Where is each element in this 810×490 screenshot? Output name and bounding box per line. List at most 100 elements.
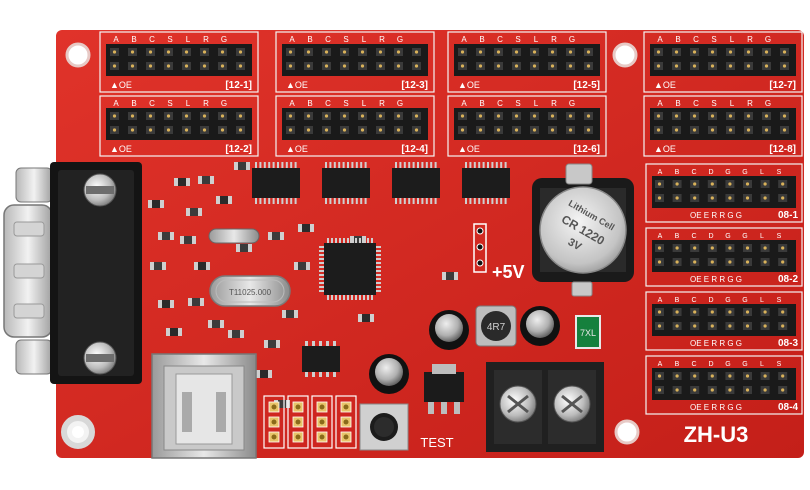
pin-letter: C — [691, 361, 696, 368]
pin-letter: G — [569, 35, 575, 44]
smd-part — [188, 298, 204, 306]
pin-letter: L — [730, 99, 735, 108]
smd-part — [442, 272, 458, 280]
pin-letter: S — [777, 297, 782, 304]
pin-letter: C — [149, 35, 155, 44]
hub12-port-label: [12-8] — [769, 144, 796, 155]
voltage-regulator — [424, 364, 464, 414]
pin-letter: B — [307, 35, 312, 44]
usb-controller-ic — [302, 341, 340, 377]
smd-part — [158, 300, 174, 308]
pin-letter: S — [777, 361, 782, 368]
pin-letter: S — [777, 169, 782, 176]
crystal-label: T11025.000 — [229, 288, 272, 297]
pin-letter: B — [675, 233, 680, 240]
hub08-port-label: 08-4 — [778, 402, 798, 413]
pin-letter: S — [711, 35, 716, 44]
pin-letter: B — [131, 35, 136, 44]
pin-letter: A — [658, 361, 663, 368]
pin-letter: R — [747, 35, 753, 44]
coin-cell-battery — [539, 186, 627, 274]
pin-letter: B — [675, 297, 680, 304]
smd-part — [268, 232, 284, 240]
hub12-port-label: [12-7] — [769, 80, 796, 91]
pin-letter: R — [203, 35, 209, 44]
pin-letter: S — [711, 99, 716, 108]
pin-letter: B — [307, 99, 312, 108]
smd-part — [180, 236, 196, 244]
smd-part — [198, 176, 214, 184]
oe-label: ▲OE — [110, 80, 132, 90]
hub08-port-label: 08-1 — [778, 210, 798, 221]
pin-letter: S — [515, 99, 520, 108]
pin-letter: S — [777, 233, 782, 240]
pin-letter: B — [479, 99, 484, 108]
hub12-port-label: [12-5] — [573, 80, 600, 91]
pin-letter: R — [203, 99, 209, 108]
fuse: 7XL — [575, 315, 601, 349]
pin-letter: D — [708, 361, 713, 368]
smd-part — [236, 244, 252, 252]
oe-label: ▲OE — [286, 80, 308, 90]
pin-letter: A — [289, 35, 295, 44]
smd-part — [358, 314, 374, 322]
db9-serial-connector[interactable] — [3, 162, 142, 384]
usb-port[interactable] — [151, 353, 257, 459]
test-button[interactable]: TEST — [359, 403, 454, 451]
power-terminal-block[interactable] — [486, 362, 604, 452]
driver-ic-1 — [252, 162, 300, 204]
pin-letter: C — [691, 233, 696, 240]
pin-letter: G — [742, 169, 747, 176]
pin-letter: G — [221, 35, 227, 44]
pin-letter: L — [362, 35, 367, 44]
hub12-port-label: [12-6] — [573, 144, 600, 155]
pin-letter: L — [362, 99, 367, 108]
smd-part — [166, 328, 182, 336]
mounting-holes — [61, 42, 640, 449]
smd-part — [294, 262, 310, 270]
hub12-port-label: [12-1] — [225, 80, 252, 91]
hub12-port-label: [12-3] — [401, 80, 428, 91]
pin-letter: S — [343, 99, 348, 108]
capacitors — [369, 306, 560, 394]
pin-letter: B — [675, 35, 680, 44]
pin-letter: A — [461, 35, 467, 44]
pin-letter: G — [765, 35, 771, 44]
pin-letter: C — [325, 99, 331, 108]
pin-letter: C — [693, 99, 699, 108]
smd-part — [148, 200, 164, 208]
pin-letter: L — [760, 297, 764, 304]
oe-label: OE E R R G G — [690, 275, 742, 284]
smd-part — [298, 224, 314, 232]
oe-label: ▲OE — [458, 144, 480, 154]
driver-ic-4 — [462, 162, 510, 204]
pin-letter: S — [515, 35, 520, 44]
oe-label: ▲OE — [286, 144, 308, 154]
pin-letter: S — [343, 35, 348, 44]
pin-letter: D — [708, 233, 713, 240]
hub08-port-label: 08-3 — [778, 338, 798, 349]
oe-label: ▲OE — [654, 144, 676, 154]
smd-part — [264, 340, 280, 348]
fuse-label: 7XL — [580, 328, 596, 338]
pin-letter: G — [765, 99, 771, 108]
main-crystal: T11025.000 — [209, 275, 291, 307]
pin-letter: C — [325, 35, 331, 44]
pin-letter: A — [657, 35, 663, 44]
inductor: 4R7 — [475, 305, 517, 347]
pin-letter: G — [742, 233, 747, 240]
